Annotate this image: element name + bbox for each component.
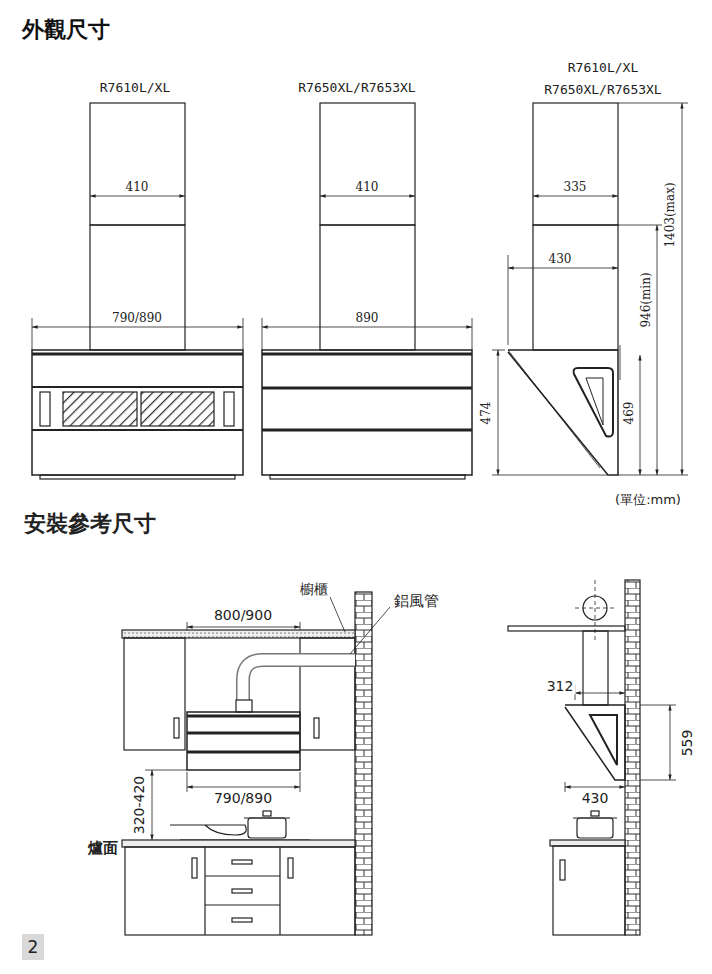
page-number-box: 2 [22,934,44,960]
dimension-label: 爐面 [86,840,120,857]
dimension-label: R7650XL/R7653XL [542,83,663,97]
dimension-label: 430 [547,253,574,266]
heading: 安裝參考尺寸 [22,512,158,536]
dimension-label: (單位:mm) [613,493,683,507]
dimension-label: 312 [545,679,576,694]
dimension-label: 335 [562,181,589,194]
dimension-label: 790/890 [110,312,164,325]
dimension-label: R7650XL/R7653XL [296,81,417,95]
dimension-label: 800/900 [212,608,274,623]
dimension-label: 890 [354,312,381,325]
dimension-label: 鋁風管 [392,593,441,610]
dimension-label: 櫥櫃 [298,582,330,597]
dimension-label: 559 [680,728,695,759]
heading: 外觀尺寸 [22,18,110,42]
dimension-label: 469 [623,400,636,427]
dimension-label: 790/890 [212,791,274,806]
page-number: 2 [28,937,39,957]
dimension-label: 410 [354,181,381,194]
dimension-label: 474 [480,400,493,427]
dimension-label: 946(min) [640,270,653,329]
dimension-label: 320-420 [132,774,147,837]
dimension-label: R7610L/XL [566,61,640,75]
dimension-label: 430 [580,791,611,806]
dimension-label: R7610L/XL [98,81,172,95]
dimension-label: 1403(max) [664,180,677,249]
dimension-label: 410 [124,181,151,194]
